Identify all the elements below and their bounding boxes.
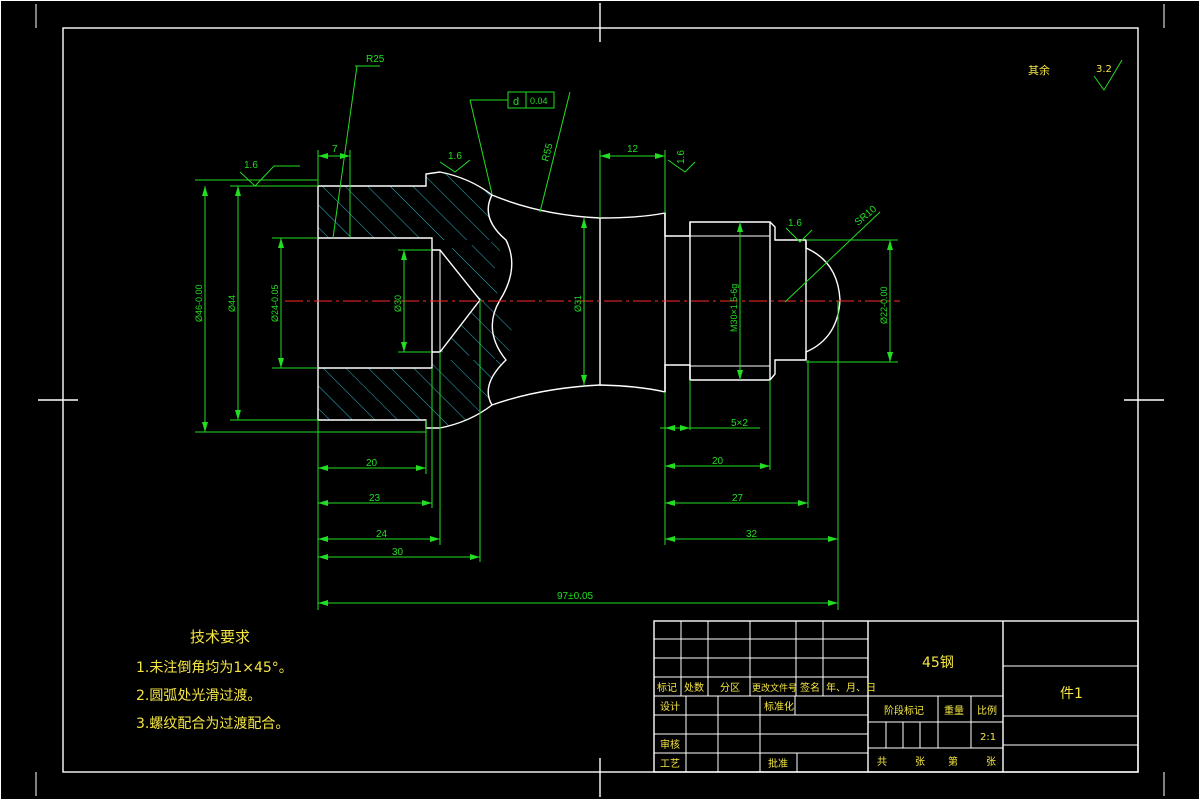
dim-thread: M30×1.5-6g [729,284,739,332]
rev-header-1: 处数 [684,681,704,694]
rev-header-0: 标记 [657,682,677,694]
dim-12: 12 [627,144,639,155]
dim-dia46: Ø46-0.00 [194,284,204,322]
note-item-3: 3.螺纹配合为过渡配合。 [136,716,290,732]
dim-overall: 97±0.05 [557,591,594,602]
dim-24: 24 [376,529,388,540]
weight-label: 重量 [944,704,964,717]
scale-value: 2:1 [980,732,996,743]
rough-other-value: 3.2 [1096,64,1112,75]
sheets-total-label: 共 [877,756,887,768]
roughness-symbols [239,59,1123,243]
standardize-label: 标准化 [764,700,794,713]
rough-shoulder: 1.6 [448,151,462,162]
dim-groove: 5×2 [731,418,748,429]
note-item-1: 1.未注倒角均为1×45°。 [136,660,293,676]
scale-label: 比例 [977,704,997,717]
rough-thread: 1.6 [788,218,802,229]
stage-mark-label: 阶段标记 [884,704,924,717]
section-hatch-top [318,172,506,240]
rev-header-5: 年、月、日 [826,681,876,694]
tolerance-value: 0.04 [530,96,548,106]
dim-dia22: Ø22-0.00 [879,286,889,324]
rough-left: 1.6 [244,160,258,171]
centering-marks [38,3,1164,797]
material-text: 45钢 [922,655,954,671]
dim-27: 27 [732,493,744,504]
dim-23: 23 [369,493,381,504]
dim-dia31: Ø31 [573,295,583,312]
title-block [653,620,1139,773]
rough-top-right: 1.6 [676,150,687,164]
dim-7: 7 [332,144,338,155]
tolerance-symbol: d [513,96,519,108]
dimension-lines [195,65,898,610]
rev-header-2: 分区 [720,682,740,694]
rev-header-3: 更改文件号 [752,682,797,694]
dim-32: 32 [746,529,758,540]
approve-label: 批准 [768,757,788,770]
dim-dia24: Ø24-0.05 [270,284,280,322]
sheets-unit2-label: 张 [986,756,996,768]
dim-dia30: Ø30 [393,295,403,312]
dim-r55: R55 [540,142,555,163]
trim-marks [35,4,1165,796]
review-label: 审核 [660,738,680,751]
dim-20-right: 20 [712,456,724,467]
dim-dia44: Ø44 [227,295,237,312]
part-name-text: 件1 [1060,686,1083,702]
dim-r25: R25 [366,54,385,65]
note-item-2: 2.圆弧处光滑过渡。 [136,688,262,704]
process-label: 工艺 [660,758,680,770]
sheets-unit1-label: 张 [915,756,925,768]
rev-header-4: 签名 [800,681,820,694]
design-label: 设计 [660,700,680,713]
sheet-no-label: 第 [948,755,958,768]
rough-other-label: 其余 [1028,63,1050,77]
technical-requirements: 技术要求 1.未注倒角均为1×45°。 2.圆弧处光滑过渡。 3.螺纹配合为过渡… [136,626,293,741]
dim-20-left: 20 [366,458,378,469]
part-outline [317,171,841,429]
notes-title: 技术要求 [190,628,251,646]
tolerance-frame [507,91,555,109]
dim-30: 30 [392,547,404,558]
dimension-arrows [202,153,893,606]
section-hatch-bottom [318,360,506,428]
